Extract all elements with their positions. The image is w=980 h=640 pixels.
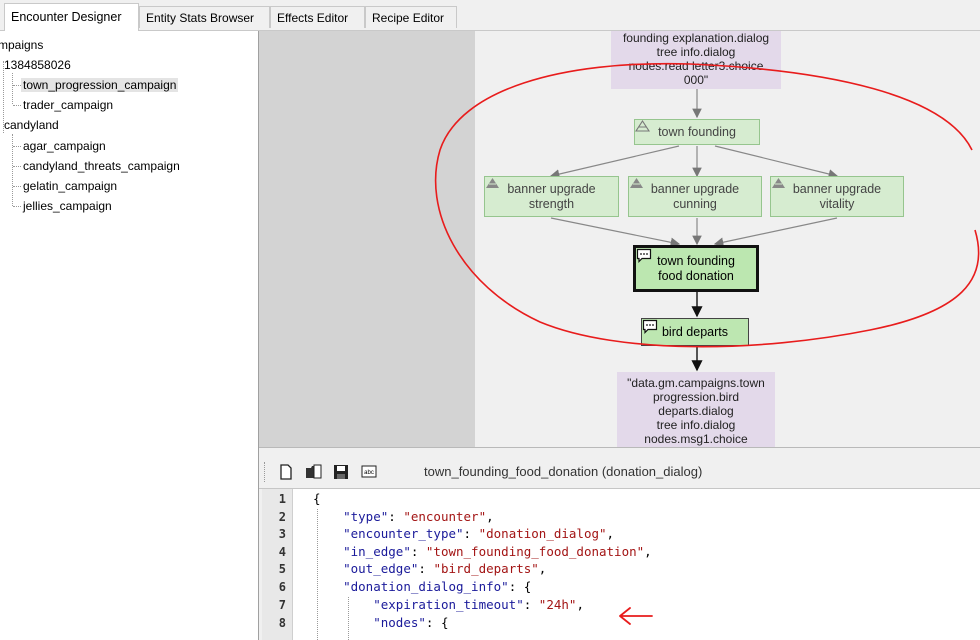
line-number: 7 (278, 598, 286, 612)
data-node-text: progression.bird (652, 390, 740, 404)
data-node-text: nodes.read letter3.choice (628, 59, 764, 73)
tree-connector (12, 73, 13, 104)
pyramid-icon (772, 178, 785, 188)
code-line-3: "encounter_type": "donation_dialog", (343, 526, 615, 541)
tree-item-group-1384858026[interactable]: 1384858026 (4, 58, 71, 72)
pyramid-icon (630, 178, 643, 188)
node-label: town founding (658, 124, 736, 139)
node-bird-departs[interactable]: bird departs (641, 318, 749, 346)
tree-connector (13, 166, 21, 167)
code-line-8: "nodes": { (373, 615, 449, 630)
edge (549, 145, 680, 179)
pane-splitter[interactable] (259, 447, 980, 457)
spellcheck-icon[interactable]: abc (361, 464, 377, 480)
json-code-editor[interactable]: { "type": "encounter", "encounter_type":… (293, 489, 980, 640)
save-icon[interactable] (333, 464, 349, 480)
encounter-graph[interactable]: founding explanation.dialog tree info.di… (259, 31, 980, 447)
line-number: 2 (278, 510, 286, 524)
toolbar-grip[interactable] (264, 462, 268, 482)
data-node-text: nodes.msg1.choice (644, 432, 748, 446)
data-node-text: 000" (683, 73, 709, 87)
code-line-7: "expiration_timeout": "24h", (373, 597, 584, 612)
tree-item-town-progression-campaign[interactable]: town_progression_campaign (21, 78, 179, 92)
code-line-6: "donation_dialog_info": { (343, 579, 532, 594)
svg-text:abc: abc (364, 470, 374, 476)
tree-connector (13, 206, 21, 207)
code-line-2: "type": "encounter", (343, 509, 494, 524)
data-node-bottom[interactable]: "data.gm.campaigns.town progression.bird… (617, 372, 775, 447)
tab-recipe-editor[interactable]: Recipe Editor (365, 6, 457, 28)
tree-item-agar-campaign[interactable]: agar_campaign (23, 139, 106, 153)
tree-connector (13, 146, 21, 147)
speech-bubble-icon (636, 248, 652, 263)
open-folder-icon[interactable] (305, 464, 323, 480)
speech-bubble-icon (642, 319, 658, 334)
tab-bar: Encounter Designer Entity Stats Browser … (0, 0, 980, 31)
indent-guide (348, 597, 349, 640)
data-node-text: "data.gm.campaigns.town (627, 376, 765, 390)
pyramid-icon (486, 178, 499, 188)
code-line-4: "in_edge": "town_founding_food_donation"… (343, 544, 652, 559)
tree-connector (3, 61, 4, 133)
tab-entity-stats-browser[interactable]: Entity Stats Browser (139, 6, 270, 28)
edge (714, 145, 839, 179)
line-number: 3 (278, 527, 286, 541)
data-node-top[interactable]: founding explanation.dialog tree info.di… (611, 31, 781, 89)
tree-connector (13, 85, 21, 86)
code-line-5: "out_edge": "bird_departs", (343, 561, 547, 576)
tree-item-gelatin-campaign[interactable]: gelatin_campaign (23, 179, 118, 193)
data-node-text: tree info.dialog (656, 45, 736, 59)
data-node-text: departs.dialog (658, 404, 734, 418)
tab-effects-editor[interactable]: Effects Editor (270, 6, 365, 28)
node-label: bird departs (661, 324, 728, 339)
line-number: 6 (278, 580, 286, 594)
line-number-gutter: 1 2 3 4 5 6 7 8 (262, 489, 293, 640)
tree-connector (13, 186, 21, 187)
edge (713, 217, 838, 247)
line-number: 8 (278, 616, 286, 630)
campaign-tree[interactable]: mpaigns 1384858026 town_progression_camp… (0, 31, 259, 640)
tree-item-candyland-threats-campaign[interactable]: candyland_threats_campaign (23, 159, 180, 173)
data-node-text: founding explanation.dialog (622, 31, 770, 45)
tree-connector (12, 134, 13, 206)
indent-guide (317, 509, 318, 640)
pyramid-icon (635, 120, 650, 132)
edge (550, 217, 681, 248)
line-number: 1 (278, 492, 286, 506)
code-line-1: { (313, 491, 321, 506)
tree-item-group-candyland[interactable]: candyland (4, 118, 59, 132)
tab-encounter-designer[interactable]: Encounter Designer (4, 3, 139, 31)
editor-toolbar: abc (259, 456, 980, 489)
data-node-text: tree info.dialog (656, 418, 736, 432)
tree-connector (13, 105, 21, 106)
editor-title: town_founding_food_donation (donation_di… (424, 464, 703, 479)
new-file-icon[interactable] (279, 464, 293, 480)
line-number: 4 (278, 545, 286, 559)
line-number: 5 (278, 562, 286, 576)
tree-item-jellies-campaign[interactable]: jellies_campaign (23, 199, 112, 213)
node-town-founding[interactable]: town founding (634, 119, 760, 145)
tree-item-root[interactable]: mpaigns (0, 38, 44, 52)
tree-item-trader-campaign[interactable]: trader_campaign (23, 98, 114, 112)
